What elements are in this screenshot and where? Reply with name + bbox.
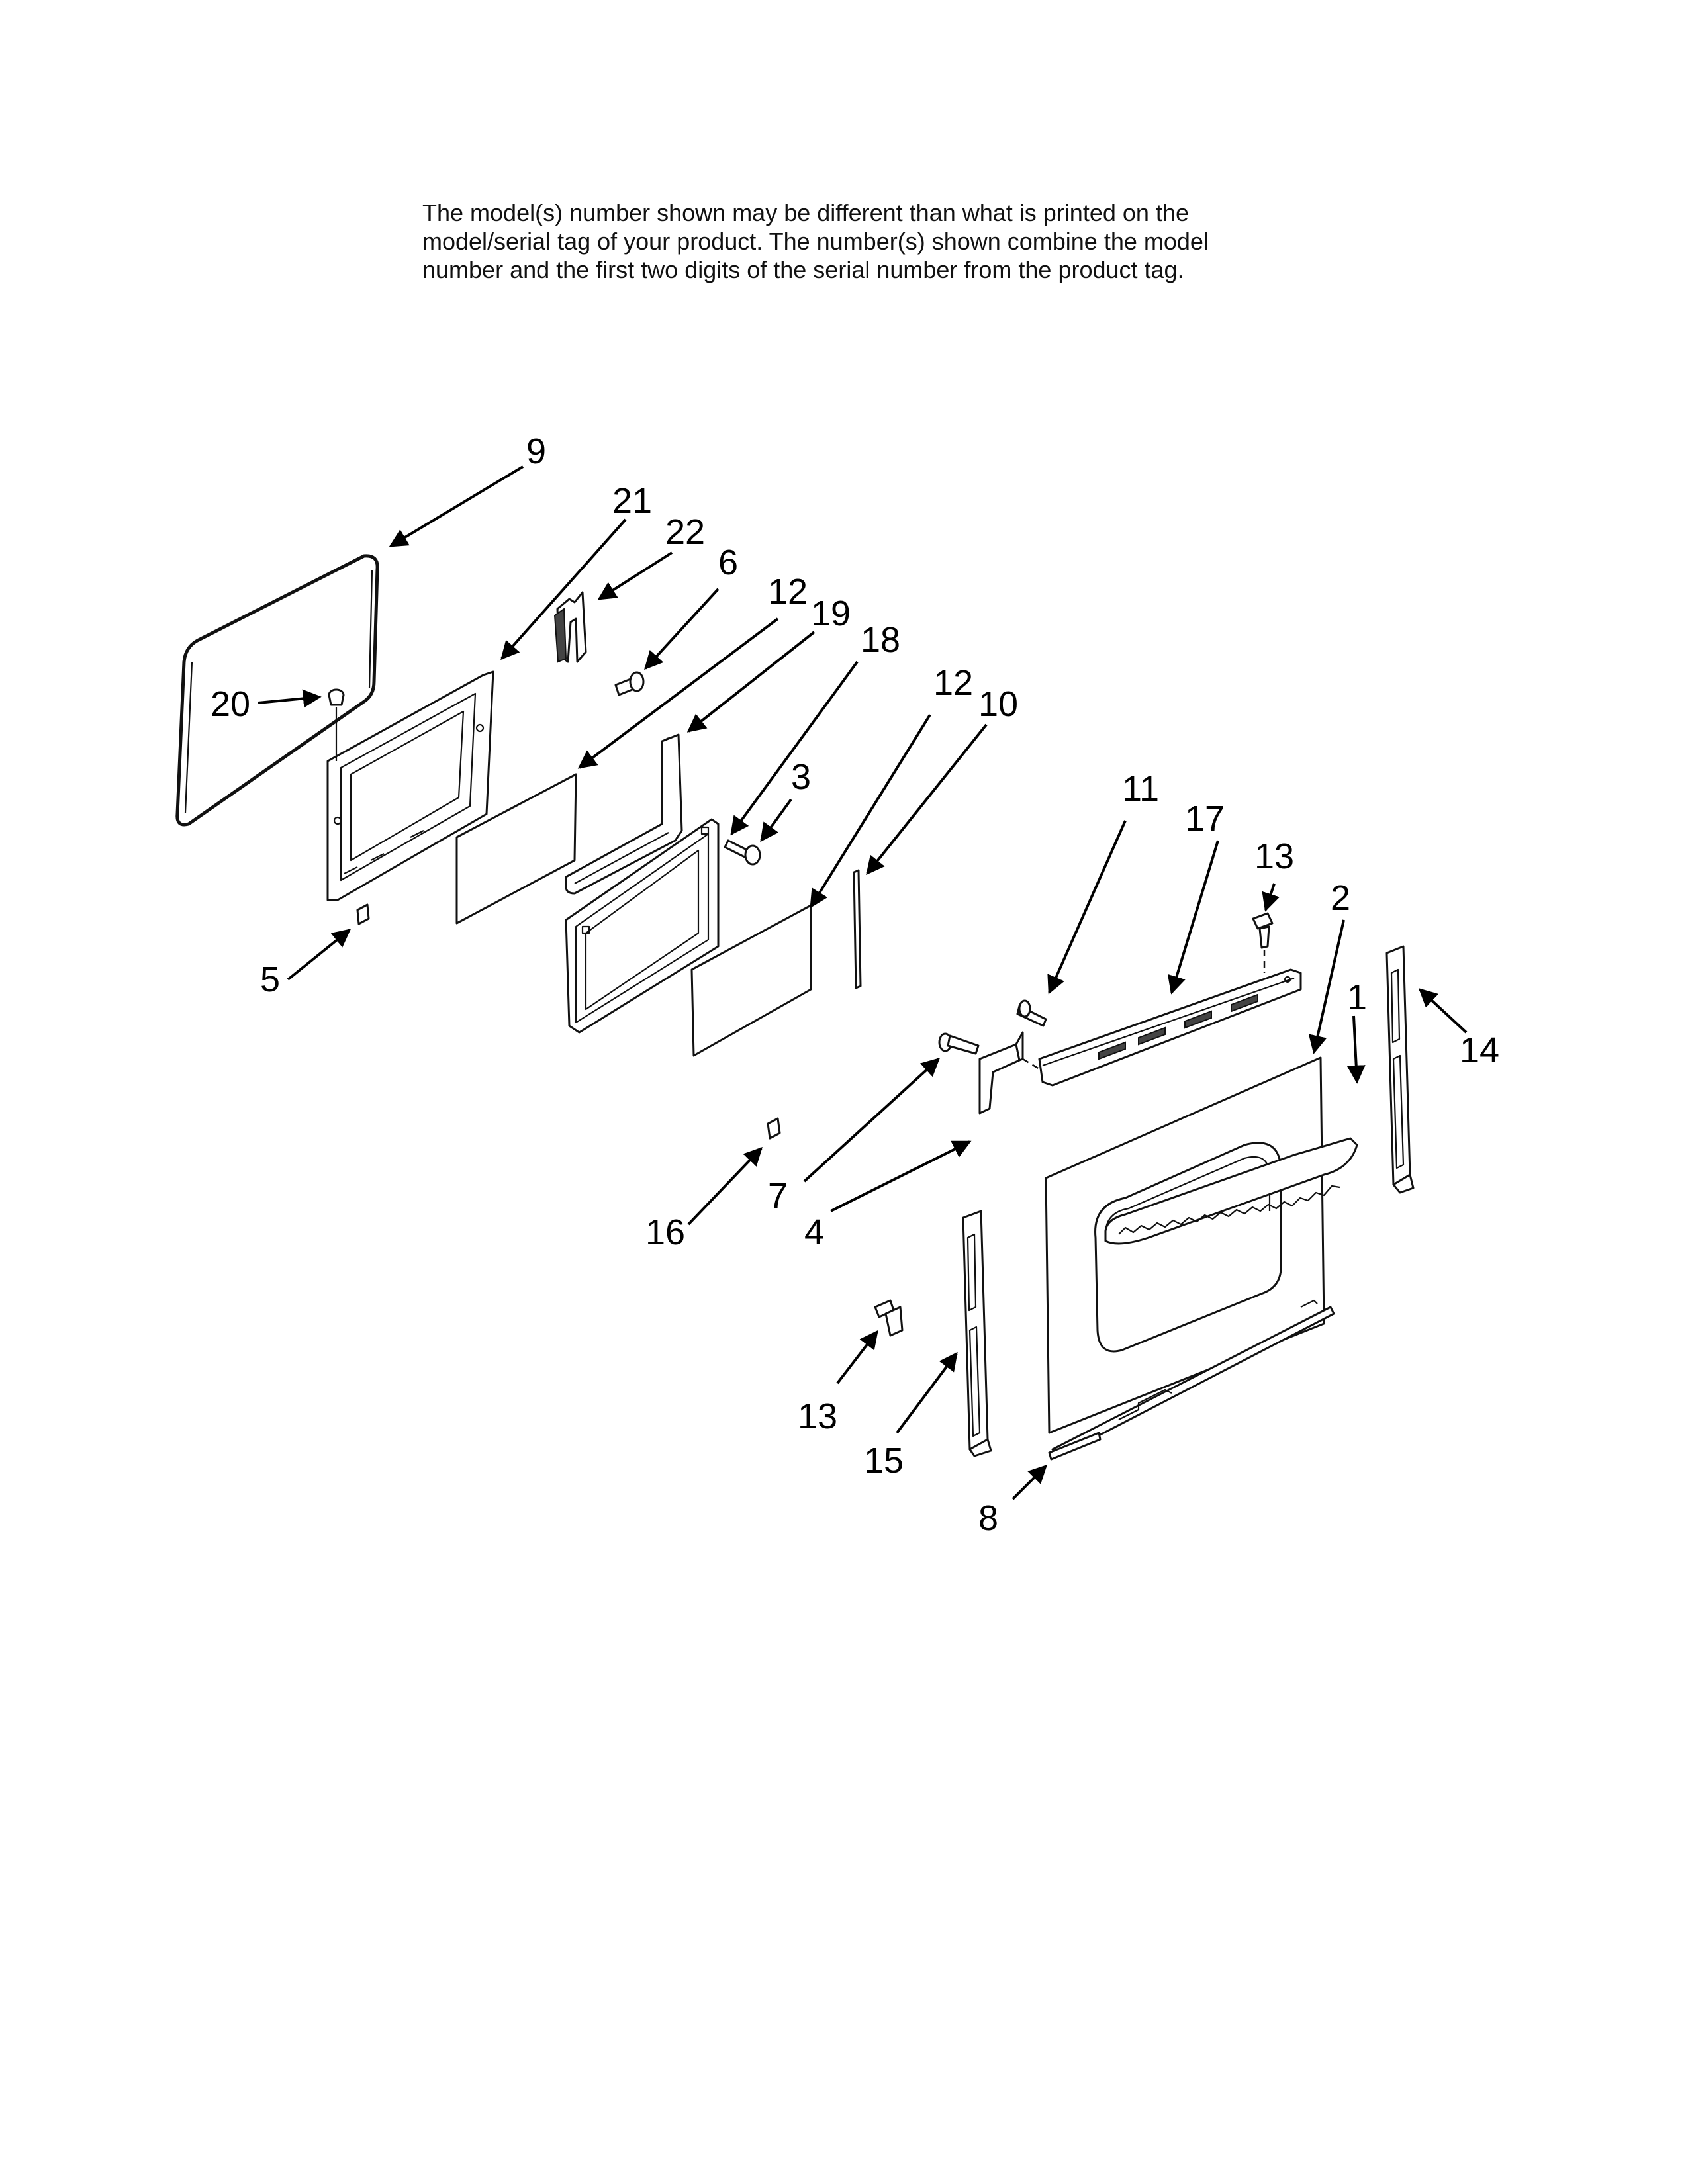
callout-3: 3 [791,757,811,797]
part-11-screw[interactable] [1016,999,1047,1027]
callout-14: 14 [1460,1030,1499,1070]
callout-17: 17 [1185,799,1225,839]
callout-13b: 13 [798,1396,837,1436]
part-15-left-side-trim[interactable] [962,1210,992,1457]
callout-22: 22 [665,512,705,552]
callout-1: 1 [1347,978,1367,1017]
callout-labels: 9 21 22 6 12 19 18 20 3 12 10 5 11 17 13… [211,432,1499,1538]
callout-15: 15 [864,1441,904,1480]
part-7-screw[interactable] [938,1032,980,1055]
note-line-2: model/serial tag of your product. The nu… [422,228,1209,255]
part-21-inner-door-frame[interactable] [326,670,494,901]
callout-4: 4 [804,1212,824,1252]
callout-5: 5 [260,960,280,999]
note-line-3: number and the first two digits of the s… [422,256,1184,283]
callout-2: 2 [1331,878,1350,918]
callout-9: 9 [526,432,546,471]
callout-18: 18 [861,620,900,660]
model-number-note: The model(s) number shown may be differe… [422,199,1349,284]
part-4-hinge-bracket[interactable] [978,1031,1040,1115]
callout-21: 21 [612,481,652,521]
callout-11: 11 [1122,769,1159,809]
part-19-insulation[interactable] [565,733,683,895]
callout-12a: 12 [768,572,808,612]
part-1-handle[interactable] [1104,1137,1358,1245]
part-20-plug[interactable] [328,688,345,761]
callout-6: 6 [718,543,738,582]
callout-10: 10 [978,684,1018,724]
part-10-gasket-strip[interactable] [853,869,862,989]
note-line-1: The model(s) number shown may be differe… [422,199,1189,226]
part-22-latch-bracket[interactable] [553,591,587,663]
part-18-glass-pack-frame[interactable] [565,818,720,1034]
leader-lines [258,465,1468,1500]
part-6-screw[interactable] [614,671,645,696]
callout-16: 16 [645,1212,685,1252]
part-8-bottom-trim[interactable] [1048,1299,1335,1461]
part-12-door-glass-upper[interactable] [455,773,577,925]
callout-8: 8 [978,1498,998,1538]
callout-20: 20 [211,684,250,724]
part-17-vent-trim[interactable] [1038,968,1302,1087]
part-12-door-glass-lower[interactable] [690,904,812,1057]
callout-7: 7 [768,1176,788,1216]
part-2-outer-door-panel[interactable] [1045,1056,1325,1434]
callout-12b: 12 [933,663,973,703]
part-16-clip[interactable] [767,1117,781,1140]
part-3-screw[interactable] [724,839,761,866]
callout-19: 19 [811,594,851,633]
part-13-screw-top[interactable] [1252,912,1274,973]
part-13-screw-bottom[interactable] [874,1299,904,1337]
part-9-door-gasket[interactable] [175,554,379,827]
part-5-clip[interactable] [356,903,370,925]
part-14-right-side-trim[interactable] [1385,945,1415,1194]
callout-13a: 13 [1254,837,1294,876]
